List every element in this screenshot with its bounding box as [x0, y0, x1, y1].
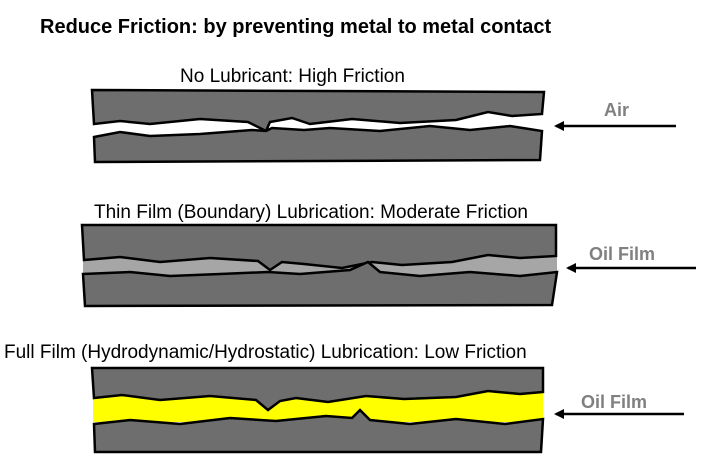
lower-metal-surface	[92, 124, 544, 164]
diagram-title: Reduce Friction: by preventing metal to …	[40, 16, 552, 38]
upper-metal-surface	[80, 223, 558, 272]
lower-metal-surface	[81, 260, 559, 308]
label-oil-film-boundary: Oil Film	[589, 244, 656, 264]
upper-metal-surface	[90, 88, 546, 133]
label-air: Air	[604, 100, 630, 120]
caption-boundary-lubrication: Thin Film (Boundary) Lubrication: Modera…	[94, 202, 529, 223]
lower-metal-surface	[92, 408, 545, 454]
caption-full-film-lubrication: Full Film (Hydrodynamic/Hydrostatic) Lub…	[4, 342, 527, 363]
label-oil-film-full: Oil Film	[581, 392, 648, 412]
panel-no-lubricant	[90, 88, 546, 164]
panel-boundary-lubrication	[80, 223, 559, 308]
caption-no-lubricant: No Lubricant: High Friction	[180, 66, 405, 87]
panel-full-film-lubrication	[90, 366, 545, 454]
upper-metal-surface	[90, 366, 545, 412]
